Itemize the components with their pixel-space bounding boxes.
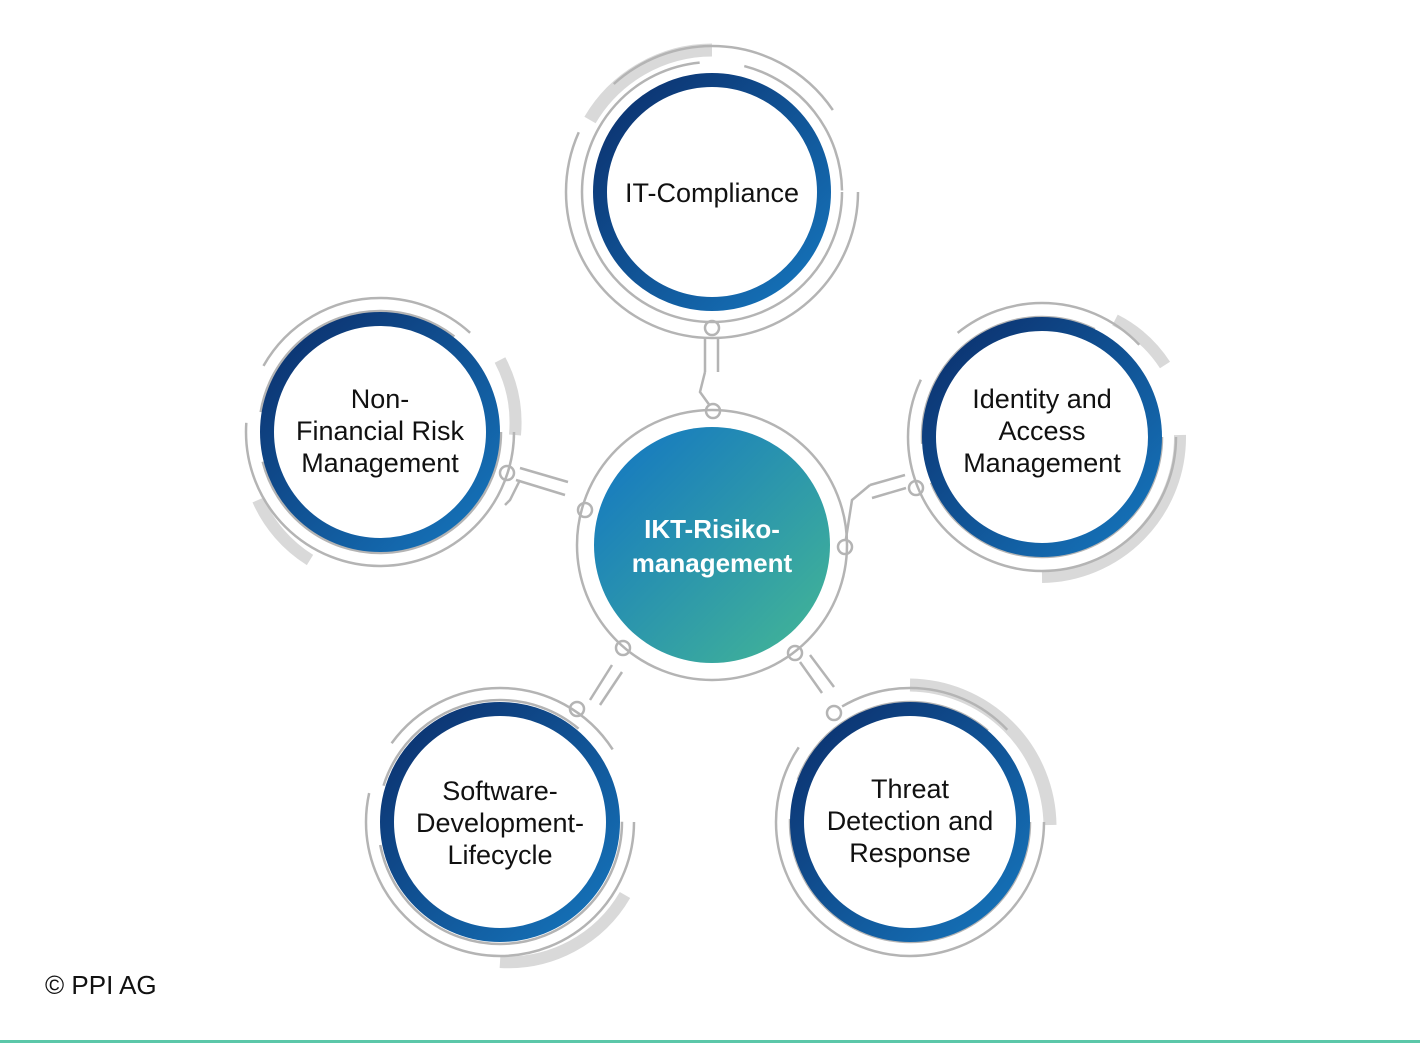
node-label-identity-access-line-2: Access <box>998 416 1085 446</box>
node-label-sdlc-line-3: Lifecycle <box>447 840 552 870</box>
node-threat-detection: Threat Detection and Response <box>774 678 1057 958</box>
bottom-divider <box>0 1040 1420 1043</box>
node-it-compliance: IT-Compliance <box>564 43 860 340</box>
connector-non-financial-risk <box>498 464 594 519</box>
node-label-non-financial-risk-line-1: Non- <box>351 384 410 414</box>
connector-sdlc <box>568 639 632 718</box>
node-identity-access: Identity and Access Management <box>906 301 1187 583</box>
node-label-threat-detection-line-1: Threat <box>871 774 950 804</box>
node-sdlc: Software- Development- Lifecycle <box>364 686 636 969</box>
node-label-non-financial-risk-line-2: Financial Risk <box>296 416 465 446</box>
center-label-line-1: IKT-Risiko- <box>644 514 780 544</box>
node-label-non-financial-risk-line-3: Management <box>301 448 459 478</box>
node-label-sdlc-line-2: Development- <box>416 808 584 838</box>
node-label-threat-detection-line-3: Response <box>849 838 971 868</box>
connector-identity-access <box>836 473 925 556</box>
node-label-identity-access-line-3: Management <box>963 448 1121 478</box>
node-label-it-compliance: IT-Compliance <box>625 178 799 208</box>
node-non-financial-risk: Non- Financial Risk Management <box>244 296 522 568</box>
center-label-line-2: management <box>632 548 793 578</box>
node-label-identity-access-line-1: Identity and <box>972 384 1112 414</box>
center-hub: IKT-Risiko- management <box>575 408 849 682</box>
connector-threat-detection <box>786 644 843 722</box>
node-label-threat-detection-line-2: Detection and <box>827 806 994 836</box>
node-label-sdlc-line-1: Software- <box>442 776 558 806</box>
copyright-notice: © PPI AG <box>45 970 157 1000</box>
connector-it-compliance <box>698 319 722 420</box>
